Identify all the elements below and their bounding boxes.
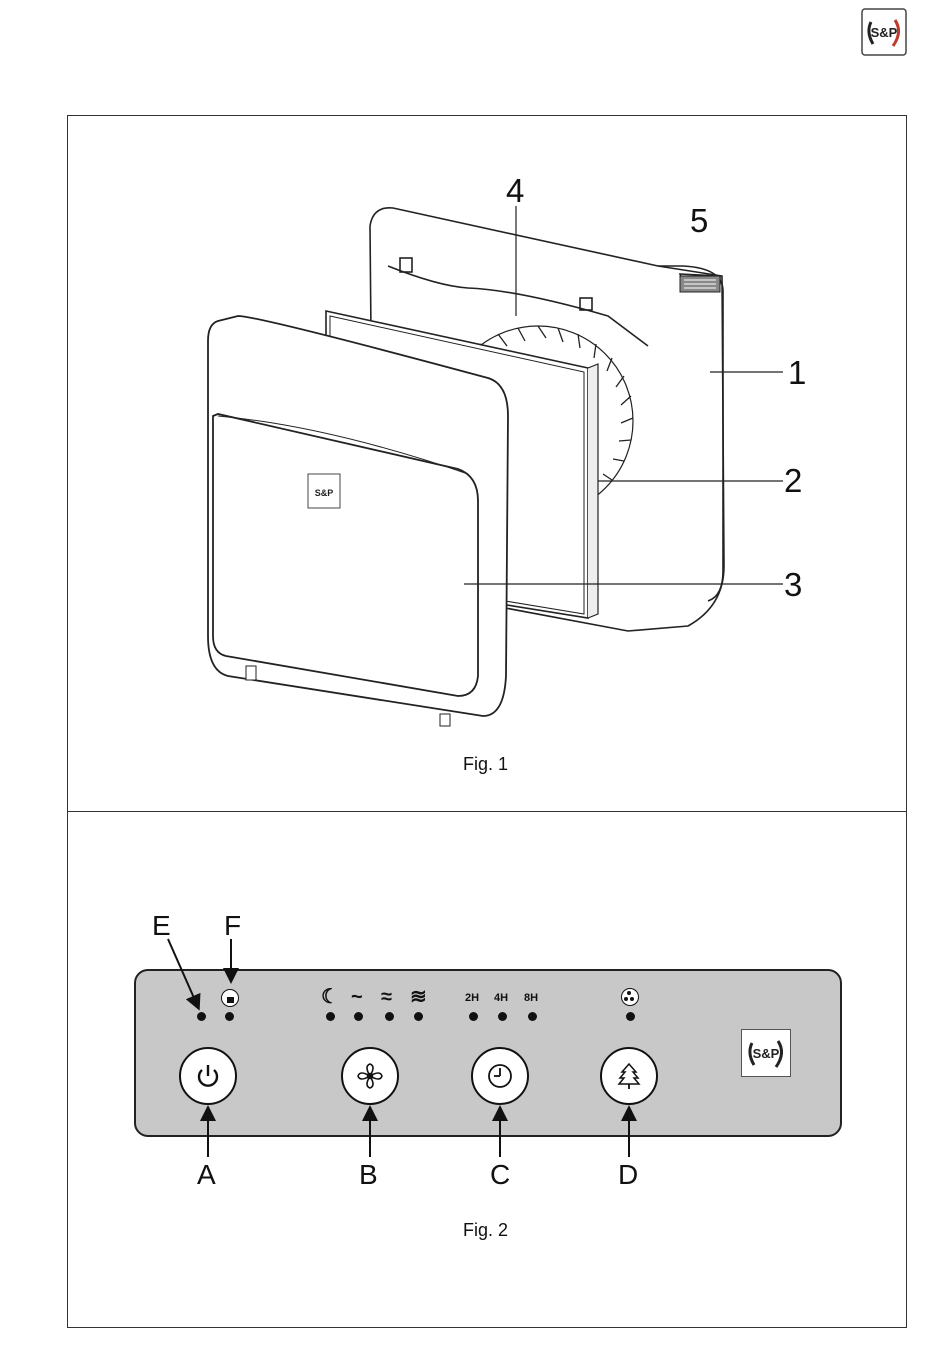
- power-icon: [193, 1061, 223, 1091]
- fan-speed-high-icon: ≋: [410, 987, 427, 1007]
- filter-indicator-icon: [621, 988, 639, 1006]
- callout-1: 1: [788, 356, 806, 389]
- fan-speed-medium-icon: ≈: [381, 987, 392, 1007]
- front-cover-logo-text: S&P: [315, 488, 334, 498]
- power-led: [197, 1012, 206, 1021]
- timer-label-2h: 2H: [465, 992, 479, 1004]
- fan-icon: [354, 1060, 386, 1092]
- figure-2-caption: Fig. 2: [463, 1220, 508, 1241]
- timer-button[interactable]: [471, 1047, 529, 1105]
- arrow-e: [168, 939, 198, 1007]
- timer-8h-led: [528, 1012, 537, 1021]
- front-cover: S&P: [208, 316, 508, 726]
- timer-label-4h: 4H: [494, 992, 508, 1004]
- label-d: D: [618, 1161, 638, 1189]
- callout-4: 4: [506, 174, 524, 207]
- label-b: B: [359, 1161, 378, 1189]
- callout-3: 3: [784, 568, 802, 601]
- filter-led: [626, 1012, 635, 1021]
- sleep-led: [326, 1012, 335, 1021]
- label-c: C: [490, 1161, 510, 1189]
- child-lock-led: [225, 1012, 234, 1021]
- callout-2: 2: [784, 464, 802, 497]
- clock-icon: [485, 1061, 515, 1091]
- timer-2h-led: [469, 1012, 478, 1021]
- top-vent-grille: [680, 276, 720, 292]
- label-a: A: [197, 1161, 216, 1189]
- panel-brand-logo: S&P: [741, 1029, 791, 1077]
- figure-2-panel: E F ☾ ~ ≈ ≋ 2H 4H 8H: [67, 811, 907, 1328]
- child-lock-icon: [221, 989, 239, 1007]
- timer-4h-led: [498, 1012, 507, 1021]
- timer-label-8h: 8H: [524, 992, 538, 1004]
- fan-speed-low-icon: ~: [351, 987, 363, 1007]
- brand-logo-text: S&P: [871, 25, 898, 40]
- speed-medium-led: [385, 1012, 394, 1021]
- power-button[interactable]: [179, 1047, 237, 1105]
- brand-logo: S&P: [861, 8, 907, 56]
- ionizer-button[interactable]: [600, 1047, 658, 1105]
- front-cover-logo: S&P: [308, 474, 340, 508]
- callout-5: 5: [690, 204, 708, 237]
- speed-low-led: [354, 1012, 363, 1021]
- purifier-exploded-drawing: S&P: [68, 116, 906, 811]
- figure-1-caption: Fig. 1: [463, 754, 508, 775]
- figure-1-panel: S&P 1 2 3 4 5 Fig. 1: [67, 115, 907, 812]
- sleep-mode-icon: ☾: [321, 987, 339, 1007]
- tree-icon: [614, 1061, 644, 1091]
- fan-speed-button[interactable]: [341, 1047, 399, 1105]
- panel-brand-logo-text: S&P: [753, 1046, 780, 1061]
- speed-high-led: [414, 1012, 423, 1021]
